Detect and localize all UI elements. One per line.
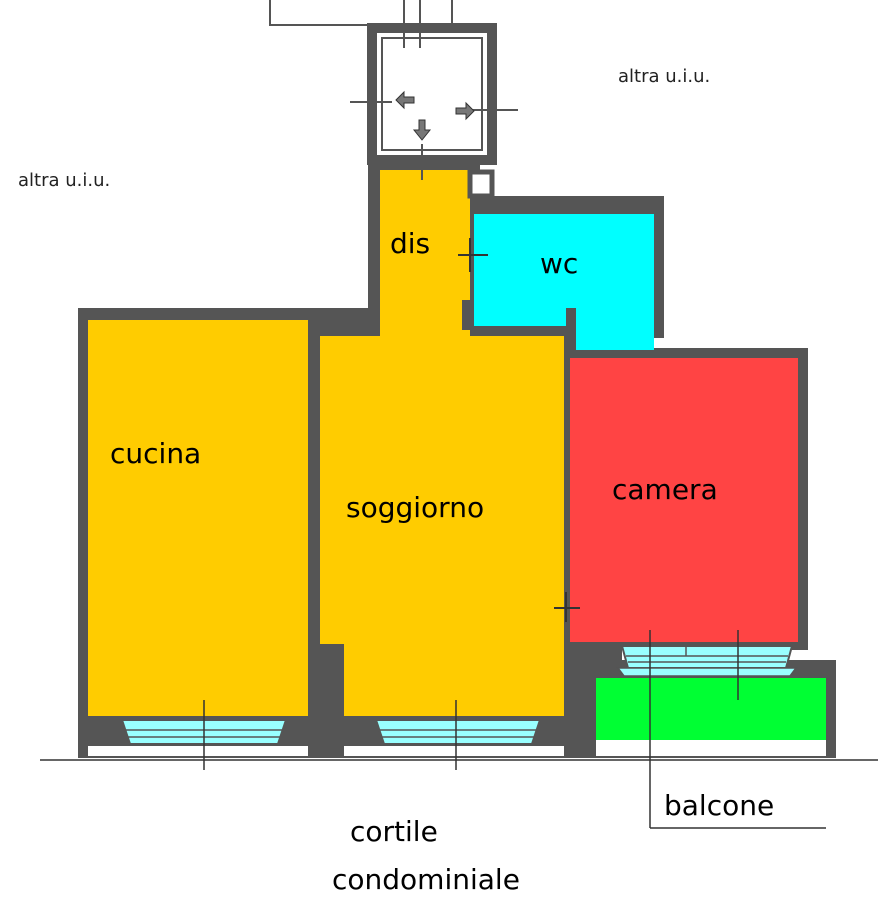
wall-stubs: [310, 169, 576, 716]
living-room-lower: [344, 640, 564, 716]
living-room: [320, 336, 564, 644]
room-label-wc: wc: [540, 247, 579, 280]
kitchen-room: [88, 320, 308, 716]
neighbor-label-left: altra u.i.u.: [18, 170, 111, 191]
corridor-room: [380, 170, 470, 340]
room-label-soggiorno: soggiorno: [346, 491, 485, 524]
rooms: [88, 170, 826, 740]
room-label-dis: dis: [390, 227, 431, 260]
courtyard-label-line2: condominiale: [332, 863, 520, 896]
neighbor-label-right: altra u.i.u.: [618, 66, 711, 87]
entrance-stair-block: [269, 0, 518, 180]
room-label-camera: camera: [612, 473, 718, 506]
room-label-cucina: cucina: [110, 437, 202, 470]
balcony-area: [596, 678, 826, 740]
arrow-right-icon: [455, 101, 475, 121]
arrow-down-icon: [412, 119, 432, 141]
arrow-left-icon: [395, 90, 415, 110]
bathroom-room: [474, 214, 654, 326]
room-label-balcone: balcone: [664, 789, 775, 822]
door-marks: [458, 238, 580, 622]
bedroom-room: [570, 358, 798, 642]
bathroom-recess: [576, 322, 654, 350]
windows: [120, 645, 798, 745]
courtyard-label-line1: cortile: [350, 815, 438, 848]
entrance-arrows: [395, 90, 475, 141]
window-living: [374, 719, 542, 745]
window-bedroom: [620, 645, 794, 669]
facade-strips: [88, 740, 826, 756]
ground-lines: [40, 630, 878, 829]
